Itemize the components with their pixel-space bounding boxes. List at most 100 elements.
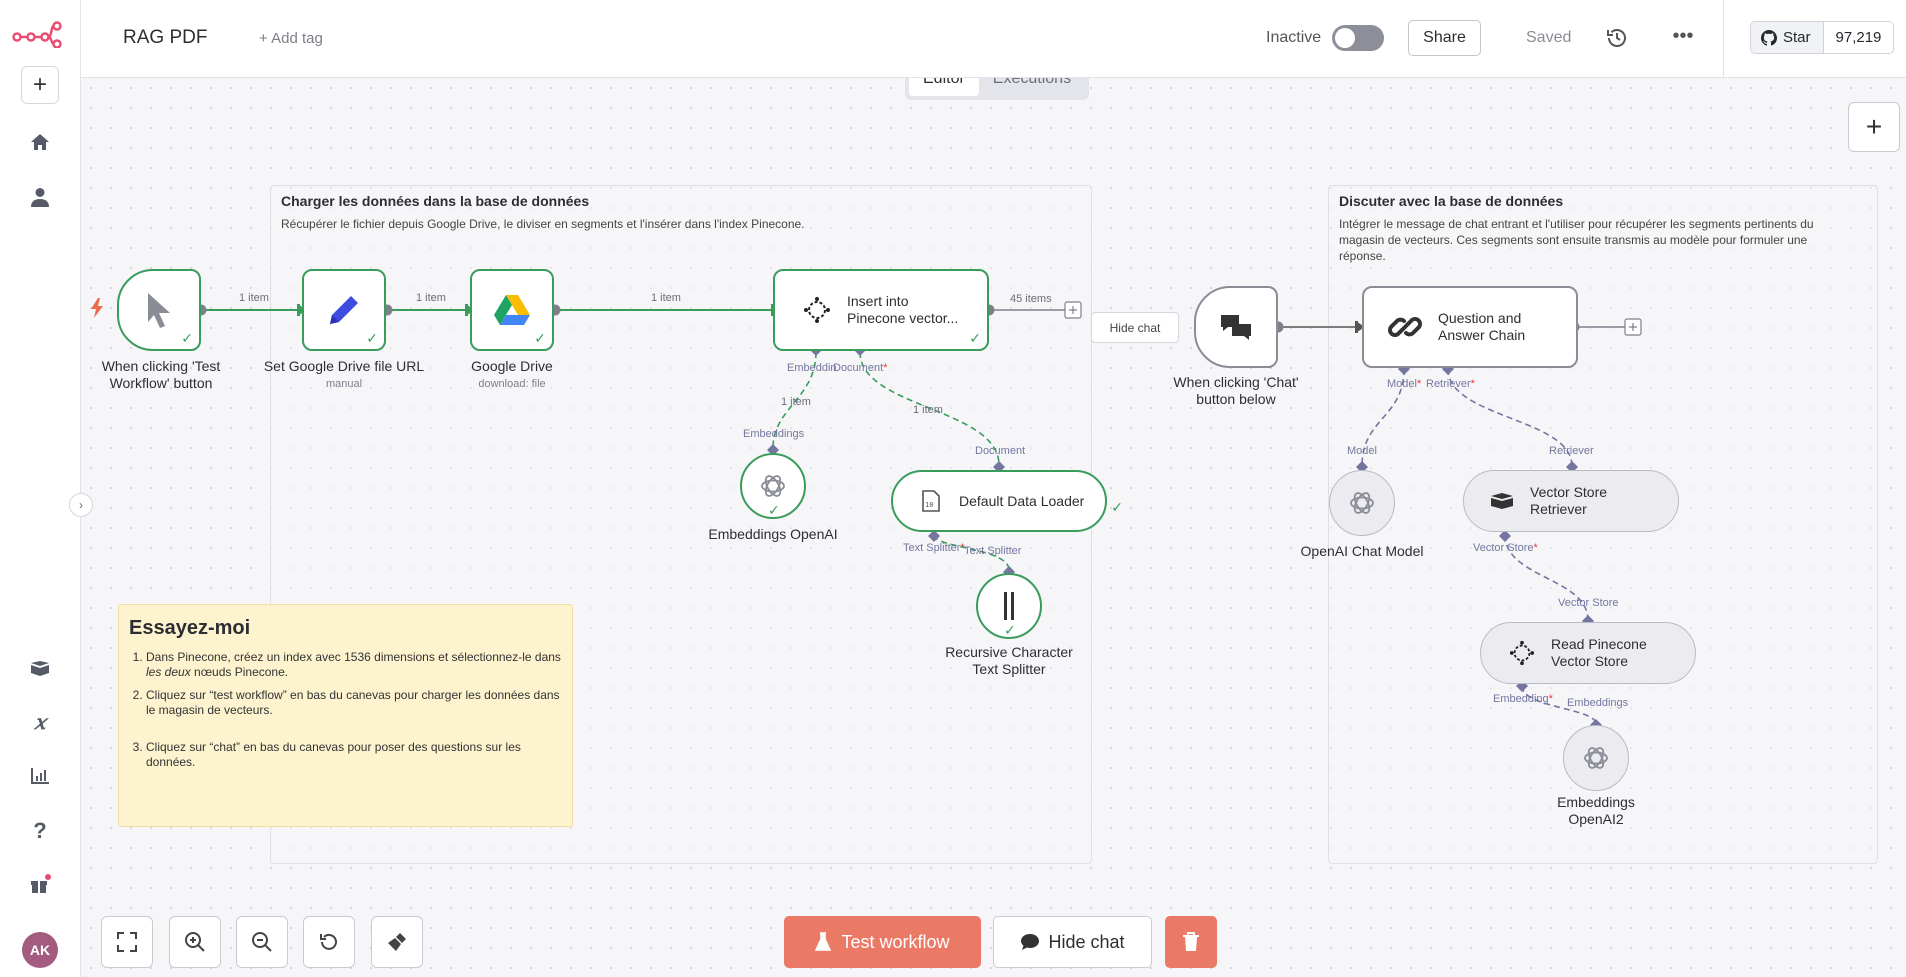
node-inner-label: Read Pinecone Vector Store [1551, 636, 1647, 670]
hide-chat-label: Hide chat [1048, 931, 1125, 952]
home-icon[interactable] [24, 126, 56, 158]
required-marker: * [1416, 378, 1422, 390]
github-star-button[interactable]: Star [1751, 22, 1824, 53]
sticky-list-item: Dans Pinecone, créez un index avec 1536 … [146, 650, 562, 680]
node-label-line: Answer Chain [1438, 327, 1526, 343]
more-options-icon[interactable]: ••• [1672, 25, 1694, 47]
insights-chart-icon[interactable] [24, 760, 56, 792]
help-icon[interactable]: ? [33, 818, 47, 843]
chat-bubbles-icon [1221, 315, 1251, 340]
active-toggle[interactable] [1332, 25, 1384, 51]
text-splitter-icon [1004, 592, 1014, 620]
node-subtitle: manual [325, 378, 363, 390]
fit-view-button[interactable] [101, 916, 153, 968]
add-node-button[interactable]: + [1848, 102, 1900, 152]
node-vector-store-retriever[interactable]: Vector Store Retriever [1463, 470, 1679, 532]
node-google-drive[interactable]: ✓ [470, 269, 554, 351]
required-marker: * [883, 362, 888, 374]
port-label-retriever-in: Retriever [1549, 445, 1594, 457]
n8n-logo-icon[interactable] [12, 18, 66, 48]
tab-executions[interactable]: Executions [992, 78, 1072, 87]
node-inner-label: Vector Store Retriever [1530, 484, 1607, 518]
node-question-answer-chain[interactable]: Question and Answer Chain [1362, 286, 1578, 368]
variables-icon[interactable]: 𝑥 [34, 710, 46, 734]
sticky-list-item: Cliquez sur “test workflow” en bas du ca… [146, 688, 562, 718]
node-read-pinecone[interactable]: Read Pinecone Vector Store [1480, 622, 1696, 684]
templates-box-icon[interactable] [24, 652, 56, 684]
sticky-note[interactable]: Essayez-moi Dans Pinecone, créez un inde… [118, 604, 573, 827]
node-label-line: When clicking 'Chat' [1173, 374, 1299, 390]
test-workflow-button[interactable]: Test workflow [784, 916, 981, 968]
node-label: When clicking 'Test Workflow' button [81, 358, 251, 392]
group-description-line: magasin de vecteurs. Ces segments sont e… [1339, 233, 1808, 247]
port-label-document-in: Document [975, 445, 1026, 457]
node-label-line: Pinecone vector... [847, 310, 959, 326]
zoom-out-button[interactable] [236, 916, 288, 968]
connection-label: 1 item [781, 396, 811, 408]
port-label-text: Model [1387, 378, 1417, 390]
undo-icon [320, 933, 337, 950]
sticky-title: Essayez-moi [129, 617, 251, 639]
node-openai-chat-model[interactable] [1329, 470, 1395, 536]
user-icon[interactable] [24, 181, 56, 213]
create-button[interactable]: + [21, 66, 59, 104]
node-manual-trigger[interactable]: ✓ [117, 269, 201, 351]
tidy-up-button[interactable] [371, 916, 423, 968]
share-button[interactable]: Share [1408, 20, 1481, 56]
avatar[interactable]: AK [22, 932, 58, 968]
required-marker: * [1470, 378, 1475, 390]
github-star-count[interactable]: 97,219 [1823, 22, 1894, 53]
gift-icon[interactable] [24, 868, 56, 900]
port-label-document: Document* [833, 362, 887, 374]
sticky-list: Dans Pinecone, créez un index avec 1536 … [129, 650, 562, 770]
history-icon[interactable] [1605, 26, 1629, 50]
node-inner-label: Question and Answer Chain [1438, 310, 1525, 344]
sticky-text: nœuds Pinecone. [190, 665, 289, 679]
node-label-line: Workflow' button [109, 375, 213, 391]
sidebar-collapse-chevron-icon[interactable]: › [69, 493, 93, 517]
workflow-canvas[interactable]: Editor Executions + Charger les données … [81, 78, 1906, 977]
trash-icon [1183, 932, 1199, 951]
clear-execution-button[interactable] [1165, 916, 1217, 968]
success-check-icon: ✓ [1004, 622, 1016, 638]
node-label-line: Text Splitter [972, 661, 1046, 677]
cursor-icon [148, 293, 170, 328]
port-label-model: Model* [1387, 378, 1421, 390]
required-marker: * [1533, 542, 1538, 554]
hide-chat-floating-button[interactable]: Hide chat [1091, 312, 1179, 343]
connection-label: 1 item [651, 292, 681, 304]
node-embeddings-openai2[interactable] [1563, 725, 1629, 791]
node-label-line: Recursive Character [945, 644, 1073, 660]
node-chat-trigger[interactable] [1194, 286, 1278, 368]
test-workflow-label: Test workflow [841, 931, 950, 952]
group-description-line: réponse. [1339, 249, 1386, 263]
node-recursive-text-splitter[interactable]: ✓ [976, 573, 1042, 639]
reset-zoom-button[interactable] [303, 916, 355, 968]
tab-editor[interactable]: Editor [909, 78, 979, 96]
success-check-icon: ✓ [366, 330, 378, 346]
github-star-widget[interactable]: Star 97,219 [1750, 21, 1895, 54]
fullscreen-icon [117, 932, 137, 952]
hide-chat-button[interactable]: Hide chat [993, 916, 1152, 968]
pinecone-icon [1509, 640, 1535, 666]
node-set-google-drive-url[interactable]: ✓ [302, 269, 386, 351]
port-label-text-splitter-in: Text Splitter [964, 545, 1022, 557]
openai-icon [1584, 747, 1608, 769]
port-label-model-in: Model [1347, 445, 1377, 457]
saved-status: Saved [1526, 29, 1572, 46]
sticky-emphasis: les deux [146, 665, 191, 679]
node-insert-pinecone[interactable]: Insert into Pinecone vector... ✓ [773, 269, 989, 351]
node-default-data-loader[interactable]: 10 Default Data Loader ✓ [891, 470, 1123, 532]
workflow-title[interactable]: RAG PDF [123, 27, 208, 48]
connection-label: 1 item [239, 292, 269, 304]
trigger-bolt-icon [91, 298, 103, 318]
node-label: Set Google Drive file URL [263, 358, 425, 374]
add-tag-button[interactable]: + Add tag [259, 30, 323, 47]
group-description: Récupérer le fichier depuis Google Drive… [281, 217, 805, 231]
required-marker: * [960, 542, 965, 554]
sticky-list-item: Cliquez sur “chat” en bas du canevas pou… [146, 740, 562, 770]
zoom-in-button[interactable] [169, 916, 221, 968]
node-label: Google Drive [471, 358, 553, 374]
sticky-text: Dans Pinecone, créez un index avec 1536 … [146, 650, 561, 664]
node-embeddings-openai[interactable]: ✓ [740, 453, 806, 519]
